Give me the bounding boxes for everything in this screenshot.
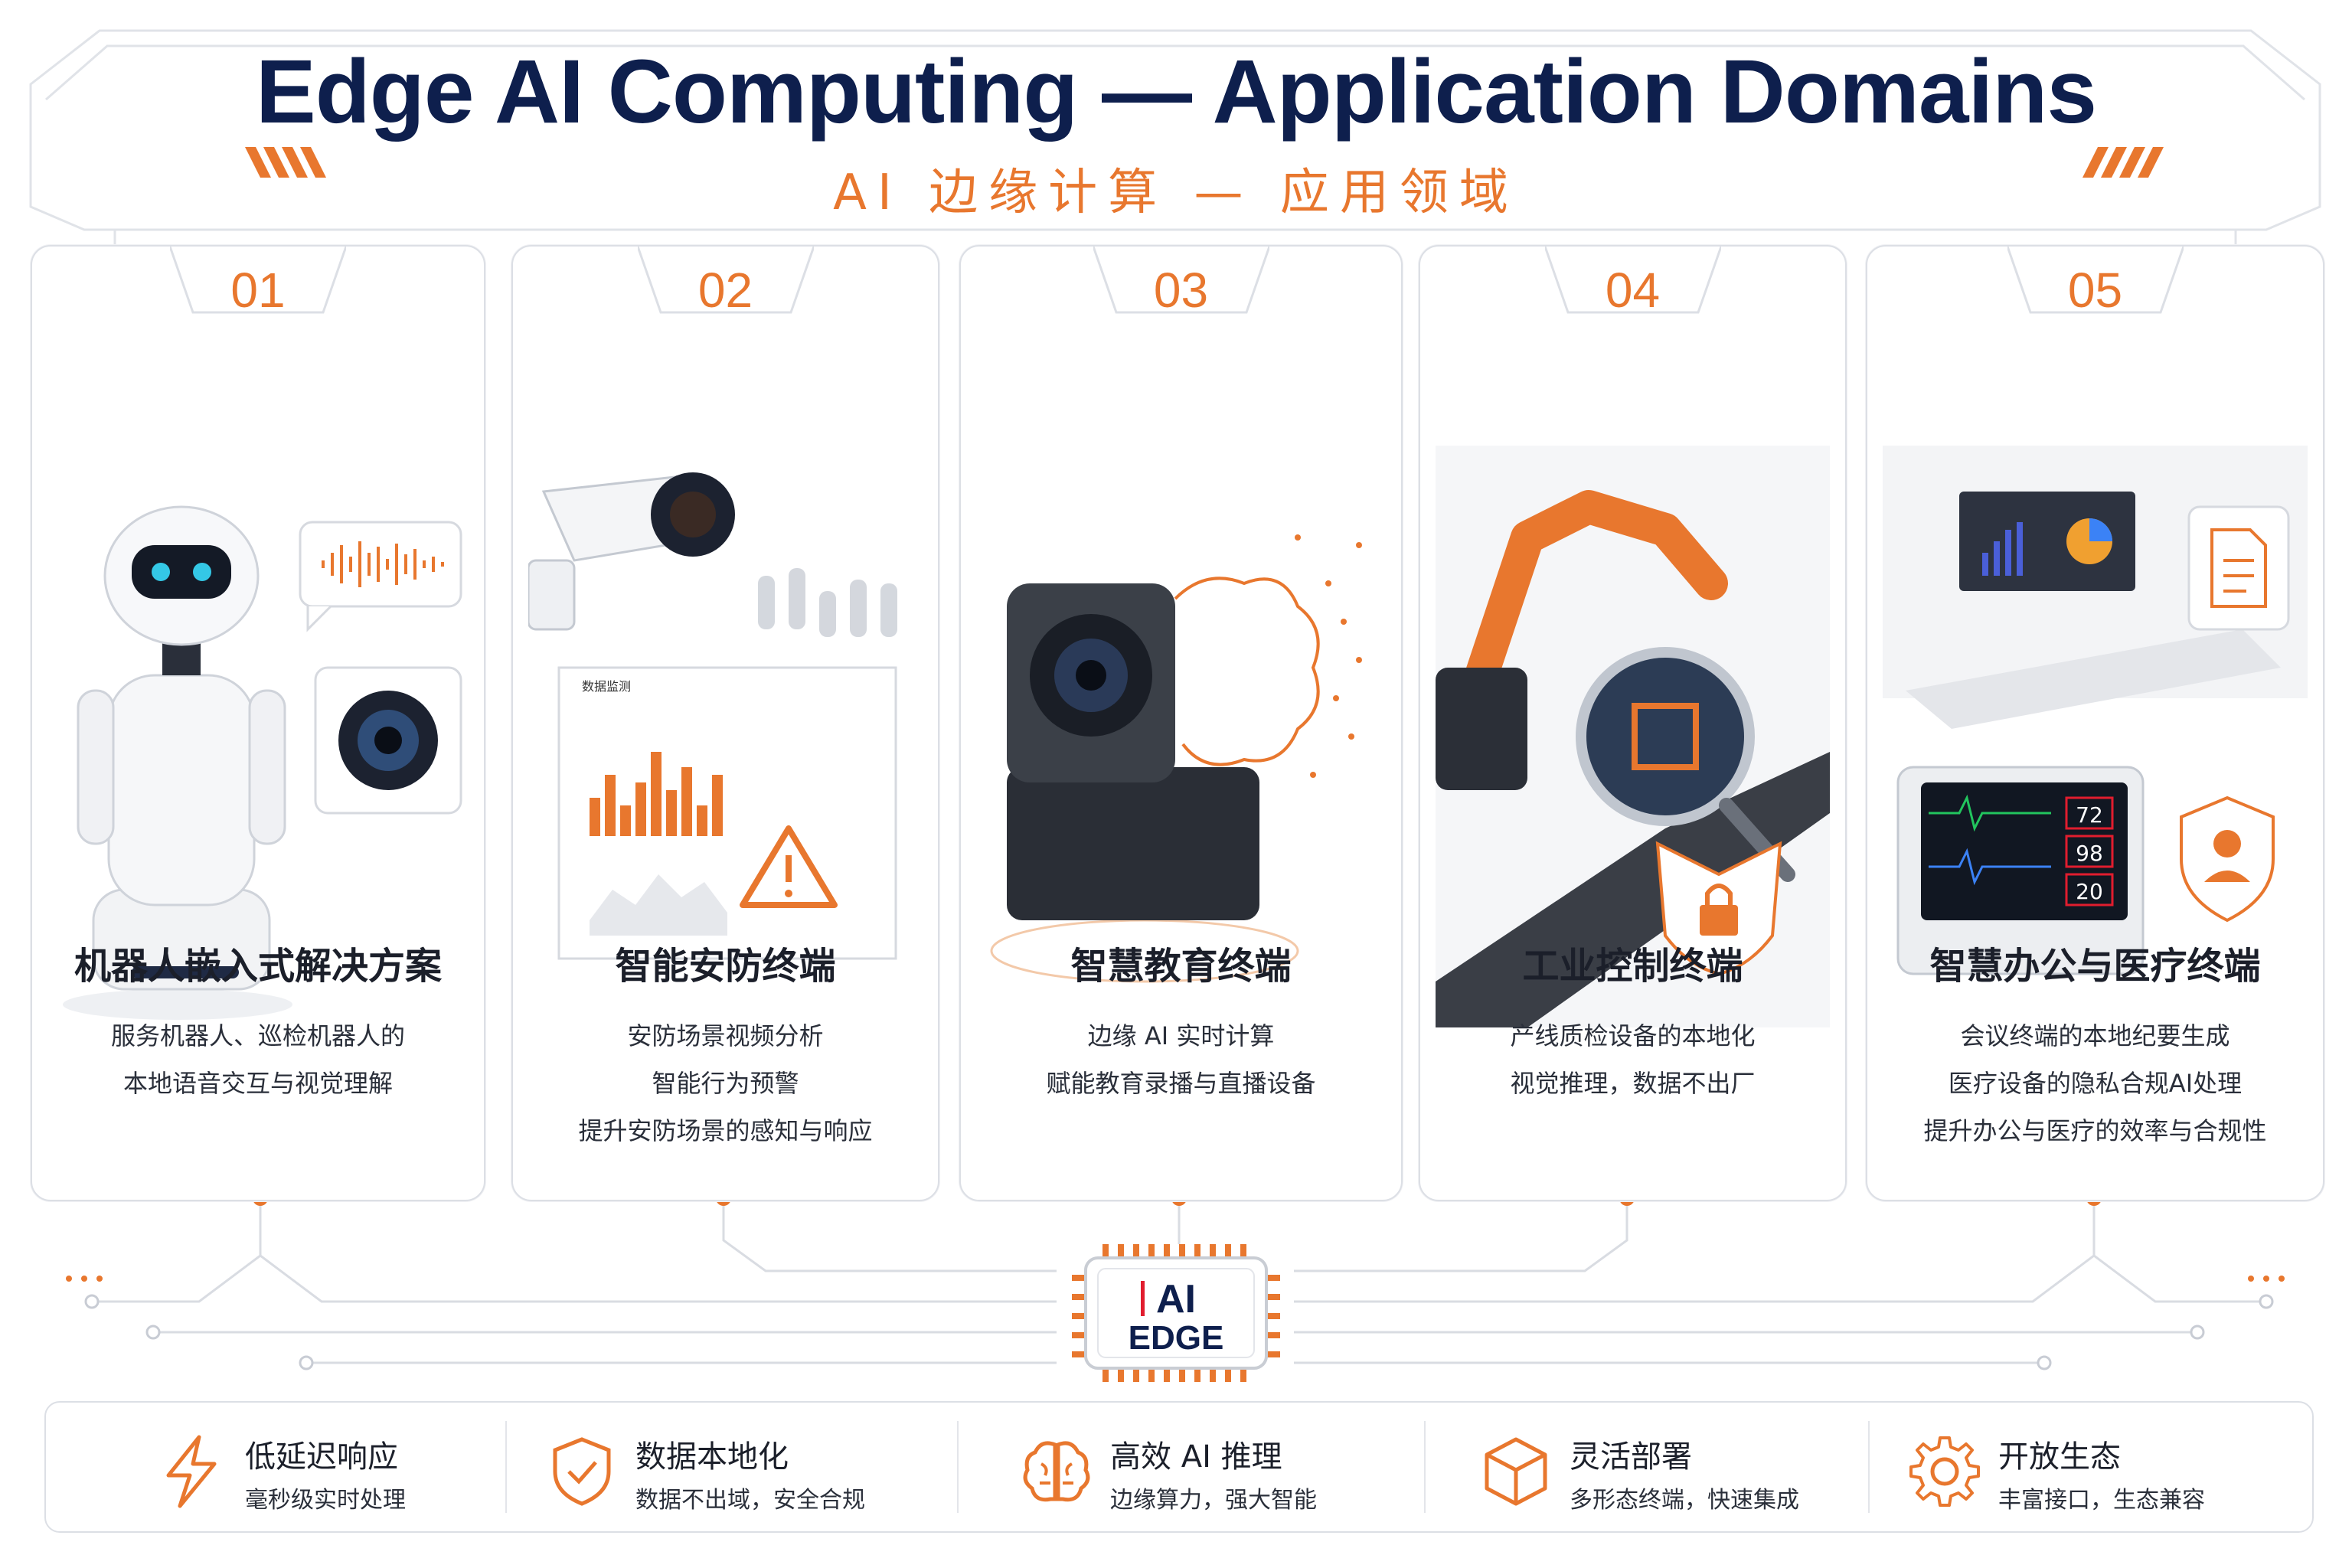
brain-icon: [1023, 1441, 1090, 1502]
feature-title: 数据本地化: [635, 1439, 789, 1475]
card-description: 服务机器人、巡检机器人的 本地语音交互与视觉理解: [32, 1012, 484, 1107]
vital-value: 72: [2076, 802, 2103, 828]
card-title: 智慧教育终端: [1070, 945, 1292, 988]
feature-subtitle: 丰富接口，生态兼容: [1998, 1487, 2205, 1514]
card-notch: [1544, 246, 1721, 314]
card-notch: [1093, 246, 1269, 314]
feature-title: 低延迟响应: [245, 1439, 398, 1475]
feature-title: 灵活部署: [1570, 1439, 1692, 1475]
card-notch: [637, 246, 814, 314]
card-description: 边缘 AI 实时计算 赋能教育录播与直播设备: [961, 1012, 1401, 1107]
card-notch: [170, 246, 346, 314]
ai-edge-chip: AI EDGE: [1072, 1244, 1280, 1382]
stripe-decoration-left: [245, 147, 326, 178]
page-subtitle: AI 边缘计算 — 应用领域: [833, 165, 1519, 221]
card-title: 工业控制终端: [1522, 945, 1743, 988]
desc-line: 安防场景视频分析: [627, 1021, 824, 1050]
vital-value: 98: [2076, 841, 2103, 866]
page-title: Edge AI Computing — Application Domains: [255, 41, 2097, 142]
chip-label-edge: EDGE: [1128, 1319, 1224, 1357]
divider: [1868, 1421, 1870, 1513]
feature-subtitle: 数据不出域，安全合规: [635, 1487, 865, 1514]
desc-line: 赋能教育录播与直播设备: [1046, 1069, 1316, 1098]
gear-icon: [1909, 1436, 1980, 1507]
robot-arm-icon: [1436, 331, 1830, 1142]
chip-icon: [1072, 1244, 1280, 1382]
desc-line: 会议终端的本地纪要生成: [1960, 1021, 2230, 1050]
card-number: 03: [1153, 263, 1209, 318]
webcam-brain-icon: [976, 331, 1386, 1142]
card-robot[interactable]: 01 机器人嵌入式解决方案 服务机器: [31, 245, 485, 1201]
card-title: 机器人嵌入式解决方案: [74, 945, 442, 988]
desc-line: 智能行为预警: [652, 1069, 799, 1098]
vital-value: 20: [2076, 879, 2103, 904]
divider: [505, 1421, 507, 1513]
feature-subtitle: 边缘算力，强大智能: [1110, 1487, 1317, 1514]
chip-label-ai: AI: [1156, 1277, 1196, 1321]
office-medical-icon: 72 98 20: [1883, 331, 2308, 1142]
card-description: 产线质检设备的本地化 视觉推理，数据不出厂: [1420, 1012, 1845, 1107]
cube-icon: [1485, 1437, 1547, 1506]
card-office-medical[interactable]: 05 72 98 20 智慧办公与医疗终端 会议终端的本地纪要生成: [1866, 245, 2324, 1201]
feature-subtitle: 毫秒级实时处理: [245, 1487, 406, 1514]
card-number: 05: [2067, 263, 2123, 318]
card-description: 会议终端的本地纪要生成 医疗设备的隐私合规AI处理 提升办公与医疗的效率与合规性: [1867, 1012, 2323, 1155]
desc-line: 提升办公与医疗的效率与合规性: [1923, 1116, 2267, 1145]
card-notch: [2007, 246, 2184, 314]
card-title: 智慧办公与医疗终端: [1929, 945, 2261, 988]
divider: [1424, 1421, 1426, 1513]
feature-title: 高效 AI 推理: [1110, 1439, 1282, 1475]
features-bar: 低延迟响应 毫秒级实时处理 数据本地化 数据不出域，安全合规 高效 AI 推理 …: [44, 1401, 2314, 1533]
lightning-icon: [166, 1435, 217, 1508]
robot-icon: [47, 331, 469, 1142]
desc-line: 本地语音交互与视觉理解: [122, 1069, 393, 1098]
card-education[interactable]: 03 智慧教育终端 边缘 AI 实时计算 赋能教育录播与直播设备: [959, 245, 1403, 1201]
shield-check-icon: [553, 1437, 611, 1506]
card-security[interactable]: 02 数据监测 智能安防终端 安防场景视频分析 智能行为预警: [511, 245, 939, 1201]
feature-subtitle: 多形态终端，快速集成: [1570, 1487, 1799, 1514]
card-industrial[interactable]: 04 工业控制终端 产线质检设备的本地化 视觉推理，数据不出厂: [1419, 245, 1847, 1201]
desc-line: 产线质检设备的本地化: [1510, 1021, 1756, 1050]
desc-line: 提升安防场景的感知与响应: [578, 1116, 873, 1145]
feature-title: 开放生态: [1998, 1439, 2121, 1475]
security-camera-icon: 数据监测: [527, 331, 923, 1142]
divider: [957, 1421, 959, 1513]
desc-line: 医疗设备的隐私合规AI处理: [1948, 1069, 2243, 1098]
stripe-decoration-right: [2082, 147, 2164, 178]
card-description: 安防场景视频分析 智能行为预警 提升安防场景的感知与响应: [513, 1012, 938, 1155]
card-number: 01: [230, 263, 286, 318]
card-title: 智能安防终端: [615, 945, 836, 988]
desc-line: 边缘 AI 实时计算: [1087, 1021, 1275, 1050]
dashboard-label: 数据监测: [582, 679, 631, 694]
desc-line: 服务机器人、巡检机器人的: [110, 1021, 405, 1050]
desc-line: 视觉推理，数据不出厂: [1510, 1069, 1756, 1098]
card-number: 04: [1605, 263, 1661, 318]
card-number: 02: [697, 263, 753, 318]
